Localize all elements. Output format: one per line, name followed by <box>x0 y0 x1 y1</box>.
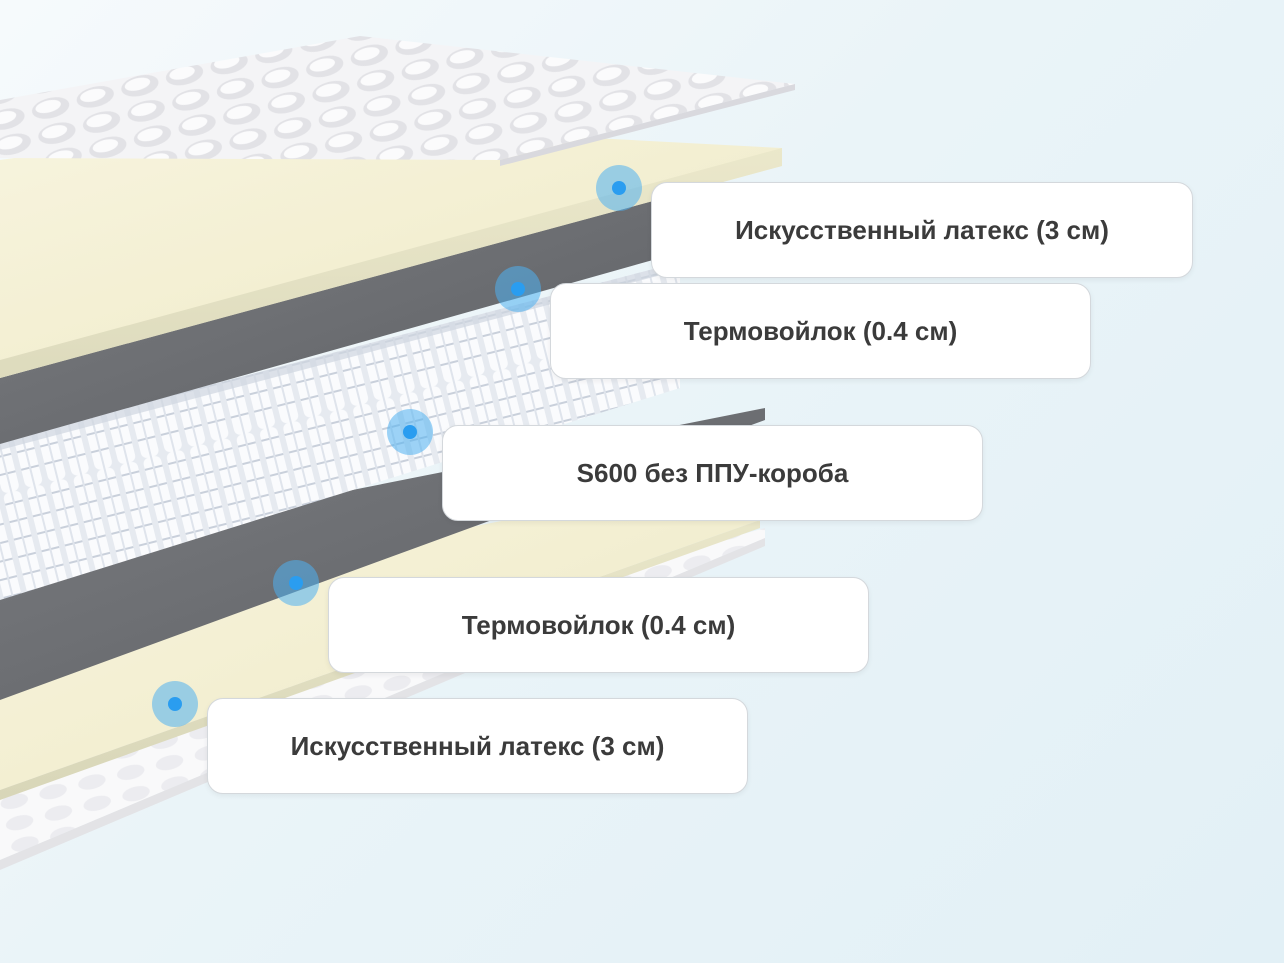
layer-marker-top-felt[interactable] <box>495 266 541 312</box>
layer-label-top-latex: Искусственный латекс (3 см) <box>651 182 1193 278</box>
layer-marker-spring-block[interactable] <box>387 409 433 455</box>
marker-dot <box>612 181 626 195</box>
marker-dot <box>511 282 525 296</box>
layer-label-spring-block: S600 без ППУ-короба <box>442 425 983 521</box>
marker-dot <box>168 697 182 711</box>
layer-marker-bottom-latex[interactable] <box>152 681 198 727</box>
layer-label-bottom-felt: Термовойлок (0.4 см) <box>328 577 869 673</box>
marker-dot <box>403 425 417 439</box>
marker-dot <box>289 576 303 590</box>
layer-label-bottom-latex: Искусственный латекс (3 см) <box>207 698 748 794</box>
layer-label-text: Термовойлок (0.4 см) <box>684 316 958 347</box>
layer-label-text: Искусственный латекс (3 см) <box>735 215 1109 246</box>
layer-marker-top-latex[interactable] <box>596 165 642 211</box>
layer-label-text: Искусственный латекс (3 см) <box>291 731 665 762</box>
layer-label-text: Термовойлок (0.4 см) <box>462 610 736 641</box>
layer-label-text: S600 без ППУ-короба <box>577 458 849 489</box>
top-cover <box>0 36 795 160</box>
layer-marker-bottom-felt[interactable] <box>273 560 319 606</box>
layer-label-top-felt: Термовойлок (0.4 см) <box>550 283 1091 379</box>
